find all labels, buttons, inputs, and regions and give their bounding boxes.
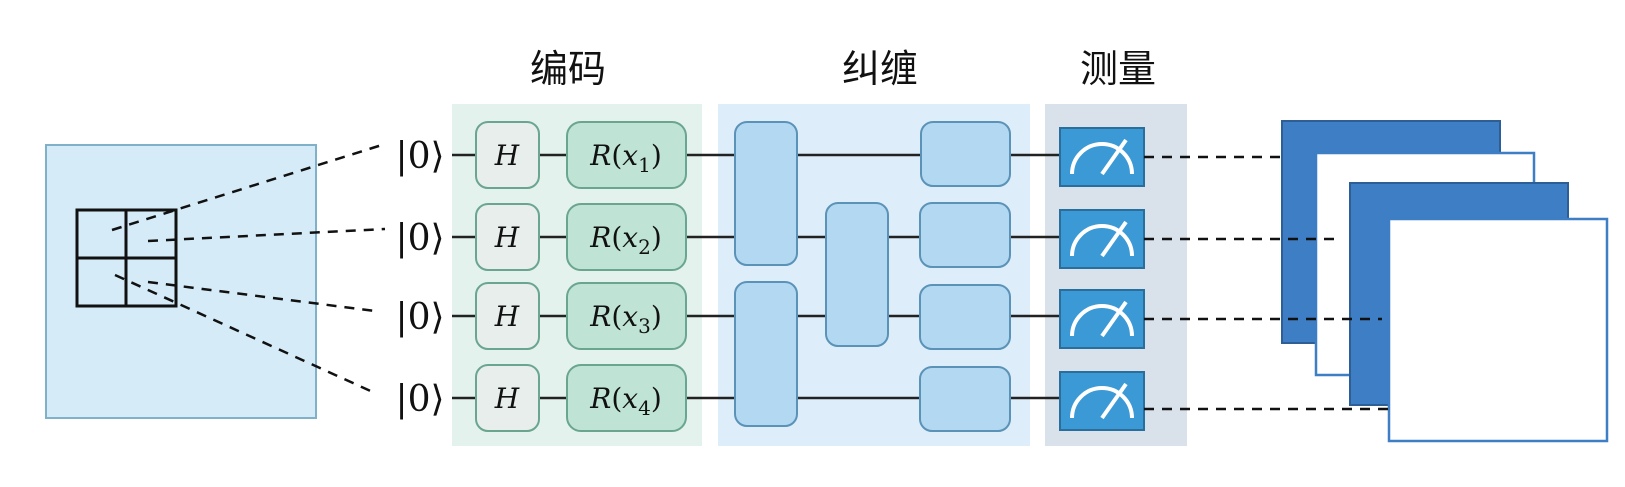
measurement-meter-icon [1059, 127, 1145, 187]
encoding-title: 编码 [530, 47, 606, 91]
ket-qubit4: |0⟩ [395, 379, 444, 420]
measurement-meter-icon [1059, 209, 1145, 269]
h-gate-qubit4: H [475, 364, 540, 432]
single-gate-q4 [919, 366, 1011, 432]
pixel-to-qubit4-line [114, 273, 376, 395]
h-gate-label: H [494, 139, 520, 172]
r-gate-qubit1: R(x1) [566, 121, 687, 189]
entangle-title: 纠缠 [842, 47, 918, 91]
single-gate-q2 [919, 202, 1011, 268]
entangle-gate-q3q4 [734, 281, 798, 427]
h-gate-qubit3: H [475, 282, 540, 350]
ket-qubit3: |0⟩ [395, 297, 444, 338]
r-gate-label: R(x1) [589, 139, 662, 177]
entangle-gates [734, 121, 1011, 432]
h-gate-label: H [494, 300, 520, 333]
r-gate-qubit4: R(x4) [566, 364, 687, 432]
entangle-gate-q1q2 [734, 121, 798, 266]
image-grid-icon [75, 208, 178, 308]
measurement-meter-icon [1059, 289, 1145, 349]
h-gate-qubit1: H [475, 121, 540, 189]
entangle-gate-q2q3 [825, 202, 889, 347]
measure-title: 测量 [1080, 47, 1156, 91]
measurement-meter-icon [1059, 371, 1145, 431]
h-gate-label: H [494, 221, 520, 254]
single-gate-q1 [920, 121, 1011, 187]
feature-map-stack [1281, 120, 1609, 443]
r-gate-label: R(x2) [589, 221, 662, 259]
r-gate-qubit3: R(x3) [566, 282, 687, 350]
input-image [45, 144, 317, 419]
ket-qubit2: |0⟩ [395, 218, 444, 259]
pixel-to-qubit1-line [111, 142, 386, 232]
ket-qubit1: |0⟩ [395, 136, 444, 177]
h-gate-label: H [494, 382, 520, 415]
r-gate-label: R(x3) [589, 300, 662, 338]
r-gate-qubit2: R(x2) [566, 203, 687, 271]
r-gate-label: R(x4) [589, 382, 662, 420]
pixel-to-qubit2-line [147, 227, 386, 243]
h-gate-qubit2: H [475, 203, 540, 271]
feature-map-4 [1387, 217, 1609, 443]
pixel-to-qubit3-line [147, 280, 376, 313]
single-gate-q3 [919, 284, 1011, 350]
